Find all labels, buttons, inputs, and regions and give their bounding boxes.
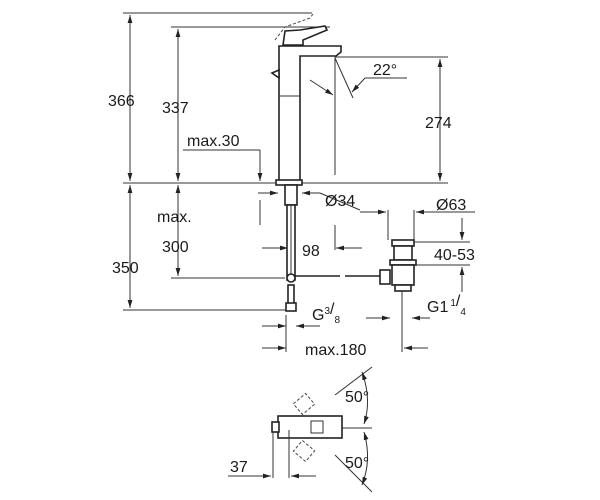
dimension-labels: 366 337 274 22° max.30 Ø34 Ø63 max. 300 … bbox=[108, 62, 475, 476]
label-plan-offset: 37 bbox=[230, 459, 248, 476]
label-max: max. bbox=[157, 209, 192, 226]
label-spout-height: 337 bbox=[162, 100, 189, 117]
faucet-body bbox=[270, 13, 342, 186]
label-spout-angle: 22° bbox=[373, 62, 397, 79]
label-max-reach: max.180 bbox=[305, 342, 366, 359]
label-waste-diameter: Ø63 bbox=[436, 197, 466, 214]
dimension-lines bbox=[127, 15, 475, 352]
label-offset: 98 bbox=[302, 243, 320, 260]
label-total-height: 366 bbox=[108, 93, 135, 110]
label-max-deck: max.30 bbox=[187, 133, 240, 150]
label-hole-diameter: Ø34 bbox=[325, 193, 355, 210]
label-outlet-height: 274 bbox=[425, 115, 452, 132]
waste-valve bbox=[389, 239, 417, 292]
plan-view bbox=[228, 366, 373, 493]
label-supply-thread: G3/8 bbox=[312, 301, 340, 326]
mounting-and-hoses bbox=[284, 184, 391, 312]
label-below-height: 350 bbox=[112, 260, 139, 277]
label-rotation-down: 50° bbox=[345, 455, 369, 472]
label-max-below: 300 bbox=[162, 239, 189, 256]
label-rotation-up: 50° bbox=[345, 389, 369, 406]
label-waste-range: 40-53 bbox=[434, 247, 475, 264]
